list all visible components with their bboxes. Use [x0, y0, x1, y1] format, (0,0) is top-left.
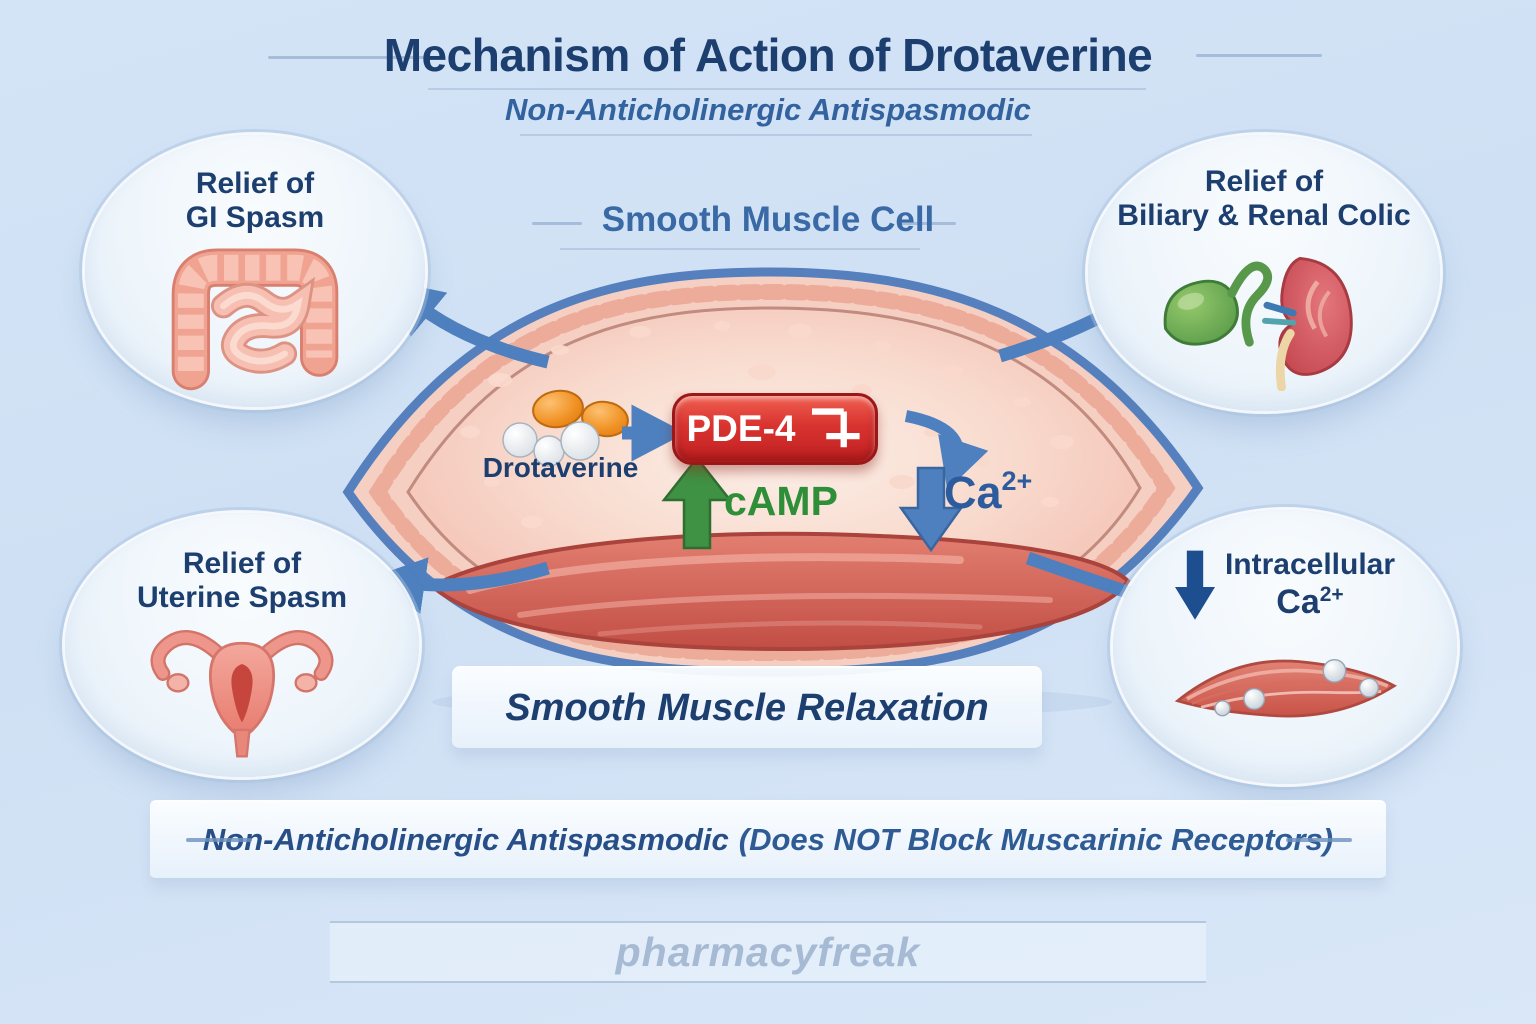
gi-bubble-label: Relief of GI Spasm [185, 167, 325, 235]
cell-label-row: Smooth Muscle Cell [0, 200, 1536, 240]
down-arrow-icon [1174, 550, 1215, 620]
gallbladder-kidney-icon [1163, 257, 1353, 392]
watermark-band: pharmacyfreak [330, 921, 1206, 983]
calcium-decrease-arrow-icon [898, 466, 964, 553]
decorative-dash-title-left [268, 56, 428, 59]
bottom-banner: Non-Anticholinergic Antispasmodic (Does … [150, 800, 1386, 880]
decorative-dash-cell-right [898, 222, 956, 225]
decorative-dash-cell-left [532, 222, 582, 225]
smooth-muscle-cell-label: Smooth Muscle Cell [601, 200, 935, 239]
calcium-bubble-label: Intracellular Ca2+ [1174, 548, 1395, 626]
camp-increase-arrow-icon [661, 455, 733, 550]
uterine-bubble-label: Relief of Uterine Spasm [136, 547, 348, 615]
inhibition-icon [812, 408, 861, 448]
membrane-band-texture [368, 283, 1176, 662]
bubble-biliary-renal-colic: Relief of Biliary & Renal Colic [1088, 135, 1440, 411]
decorative-underline-title [428, 88, 1146, 90]
relaxation-text: Smooth Muscle Relaxation [505, 686, 989, 729]
drotaverine-pills-icon [502, 389, 629, 467]
pde4-enzyme-box: PDE-4 [672, 393, 878, 465]
watermark-text: pharmacyfreak [615, 928, 921, 975]
arrow-to-uterine-bubble-icon [370, 557, 550, 614]
decorative-dash-bottom-left [186, 838, 252, 842]
bubble-uterine-spasm: Relief of Uterine Spasm [65, 513, 419, 777]
bottom-banner-paren: (Does NOT Block Muscarinic Receptors) [738, 822, 1334, 857]
uterus-icon [150, 630, 334, 758]
gallbladder-icon [1163, 262, 1273, 348]
subtitle-row: Non-Anticholinergic Antispasmodic [0, 92, 1536, 128]
intestine-icon [171, 248, 339, 391]
decorative-underline-cell [560, 248, 920, 250]
decorative-underline-subtitle [520, 134, 1032, 136]
biliary-bubble-label: Relief of Biliary & Renal Colic [1117, 165, 1411, 233]
bottom-banner-main: Non-Anticholinergic Antispasmodic [202, 822, 729, 857]
header: Mechanism of Action of Drotaverine [0, 28, 1536, 82]
page-title: Mechanism of Action of Drotaverine [383, 29, 1153, 81]
bubble-gi-spasm: Relief of GI Spasm [85, 135, 425, 407]
kidney-icon [1262, 257, 1353, 392]
drotaverine-label: Drotaverine [482, 452, 639, 483]
relaxation-banner: Smooth Muscle Relaxation [452, 666, 1042, 750]
cell-body [342, 267, 1204, 677]
page-subtitle: Non-Anticholinergic Antispasmodic [505, 92, 1031, 127]
bubble-intracellular-calcium: Intracellular Ca2+ [1113, 510, 1457, 784]
camp-label: cAMP [724, 478, 838, 524]
arrow-pde4-to-calcium-icon [904, 410, 989, 491]
decorative-dash-bottom-right [1286, 838, 1352, 842]
decorative-dash-title-right [1196, 54, 1322, 57]
calcium-label: Ca2+ [944, 466, 1033, 518]
relaxed-muscle-fiber-icon [1174, 659, 1397, 718]
arrow-to-gi-bubble-icon [386, 279, 550, 369]
pde4-label: PDE-4 [686, 408, 796, 449]
